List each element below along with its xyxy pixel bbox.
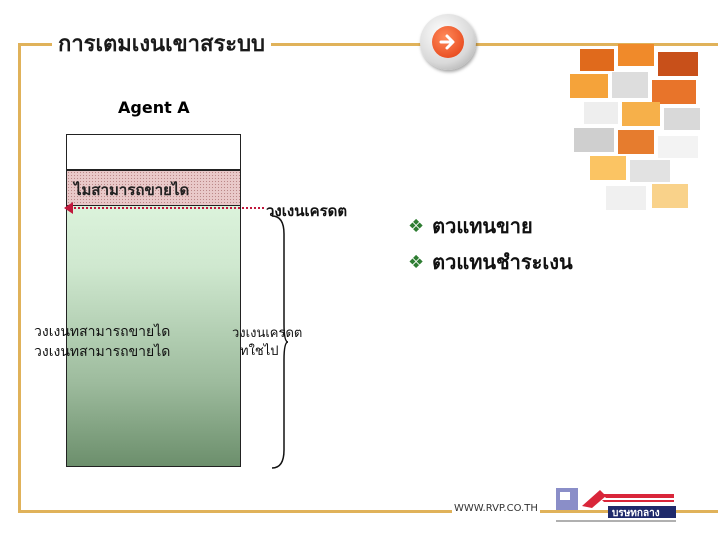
bullet-item: ❖ ตวแทนขาย — [408, 208, 573, 244]
clover-bullet-icon: ❖ — [408, 251, 425, 273]
slide-title: การเตมเงนเขาสระบบ — [52, 26, 272, 61]
used-credit-label-2: ทใชไป — [240, 344, 279, 359]
sellable-credit-label-1: วงเงนทสามารถขายได — [34, 324, 171, 340]
decorative-cubes-graphic — [570, 44, 700, 210]
slide-frame-left — [18, 43, 21, 513]
credit-line-dotted — [70, 207, 264, 209]
bullet-text: ตวแทนขาย — [432, 214, 533, 238]
arrow-right-icon — [432, 26, 464, 58]
bullet-list: ❖ ตวแทนขาย ❖ ตวแทนชำระเงน — [408, 208, 573, 280]
right-brace-icon — [271, 215, 289, 469]
unsellable-label: ไมสามารถขายได — [74, 181, 190, 199]
bullet-text: ตวแทนชำระเงน — [432, 250, 573, 274]
slide-frame-bottom — [18, 510, 718, 513]
logo-text: บรษทกลาง — [612, 508, 660, 519]
agent-label: Agent A — [118, 98, 190, 117]
footer-url: WWW.RVP.CO.TH — [452, 503, 540, 514]
used-credit-label-1: วงเงนเครดต — [232, 326, 303, 341]
bullet-item: ❖ ตวแทนชำระเงน — [408, 244, 573, 280]
clover-bullet-icon: ❖ — [408, 215, 425, 237]
company-logo: บรษทกลาง — [556, 488, 676, 522]
slide-frame-top — [18, 43, 718, 46]
credit-bar-top-segment — [66, 134, 241, 170]
unsellable-segment — [66, 170, 241, 206]
credit-line-label: วงเงนเครดต — [266, 202, 348, 220]
sellable-credit-label-2: วงเงนทสามารถขายได — [34, 344, 171, 360]
arrow-left-icon — [64, 202, 73, 214]
next-slide-button[interactable] — [420, 14, 476, 70]
